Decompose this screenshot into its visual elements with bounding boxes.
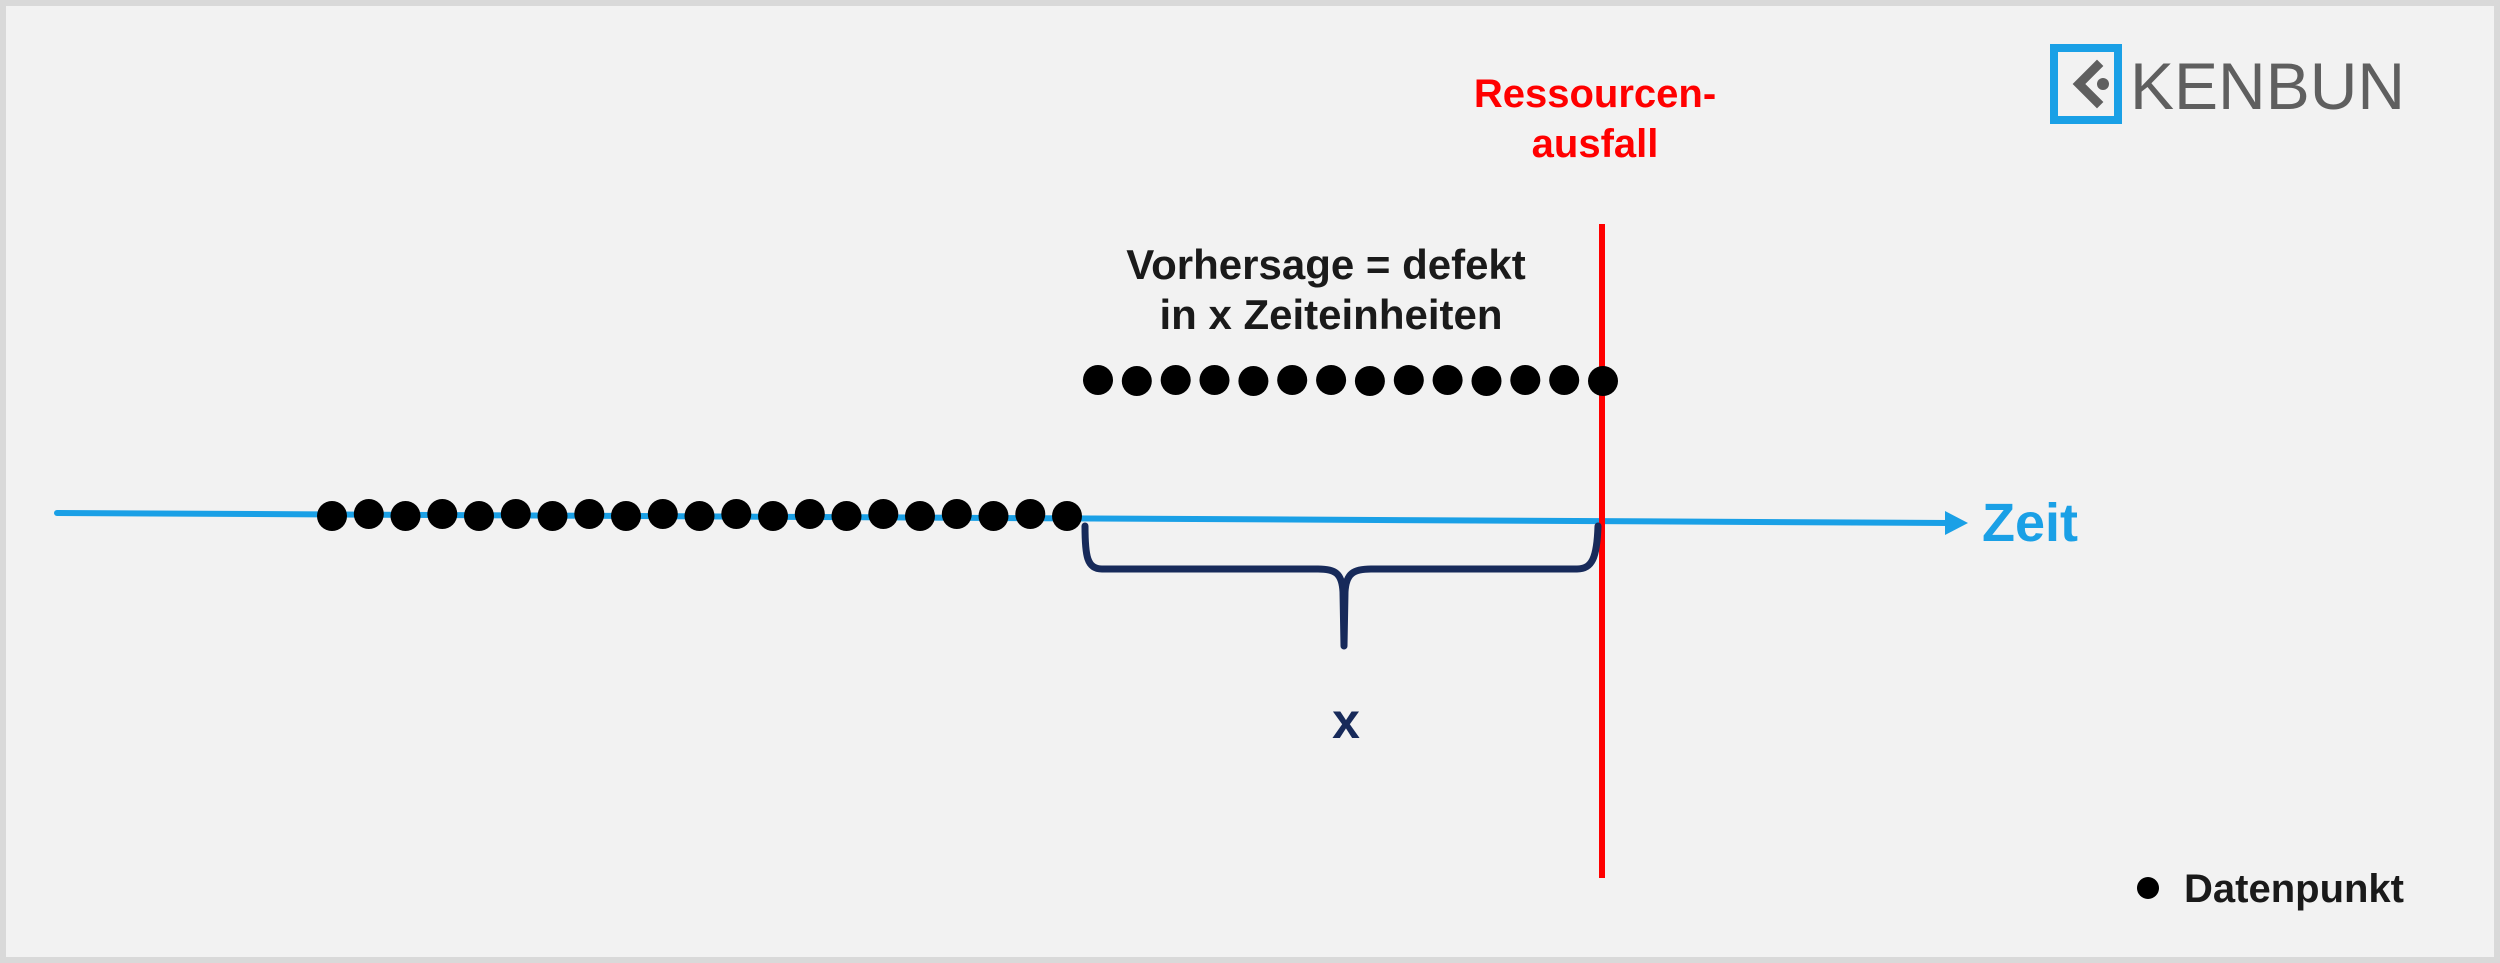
predicted-data-point xyxy=(1549,365,1580,395)
legend: Datenpunkt xyxy=(2137,867,2404,911)
historic-data-point xyxy=(1015,499,1046,529)
diagram-background xyxy=(6,6,2494,957)
failure-label-line2: ausfall xyxy=(1532,122,1659,166)
historic-data-point xyxy=(317,501,347,531)
historic-data-point xyxy=(868,499,899,529)
historic-data-point xyxy=(464,501,494,531)
legend-label: Datenpunkt xyxy=(2184,867,2404,911)
time-axis-label: Zeit xyxy=(1982,493,2078,553)
historic-data-point xyxy=(500,499,531,529)
predicted-data-point xyxy=(1121,366,1152,396)
logo-text: KENBUN xyxy=(2130,49,2405,123)
historic-data-point xyxy=(905,501,935,531)
predicted-data-point xyxy=(1316,365,1347,395)
predicted-data-point xyxy=(1083,365,1113,395)
predicted-data-point xyxy=(1354,366,1385,396)
historic-data-points xyxy=(317,499,1082,531)
historic-data-point xyxy=(941,499,972,529)
historic-data-point xyxy=(721,499,752,529)
historic-data-point xyxy=(831,501,862,531)
historic-data-point xyxy=(353,499,384,529)
historic-data-point xyxy=(978,501,1009,531)
historic-data-point xyxy=(647,499,678,529)
predicted-data-point xyxy=(1199,365,1230,395)
predicted-data-point xyxy=(1432,365,1463,395)
interval-label: x xyxy=(1332,693,1360,749)
kenbun-logo: KENBUN xyxy=(2050,44,2405,124)
historic-data-point xyxy=(1052,501,1082,531)
predicted-data-point xyxy=(1160,365,1191,395)
predicted-data-point xyxy=(1588,366,1618,396)
prediction-label-line1: Vorhersage = defekt xyxy=(1126,241,1526,288)
historic-data-point xyxy=(758,501,788,531)
historic-data-point xyxy=(427,499,458,529)
predicted-data-point xyxy=(1393,365,1424,395)
historic-data-point xyxy=(611,501,641,531)
predicted-data-point xyxy=(1510,365,1541,395)
prediction-label-line2: in x Zeiteinheiten xyxy=(1159,291,1502,338)
failure-label-line1: Ressourcen- xyxy=(1474,72,1716,116)
predicted-data-point xyxy=(1471,366,1502,396)
interval-brace xyxy=(1081,522,1602,650)
predicted-data-point xyxy=(1277,365,1308,395)
time-axis-arrowhead xyxy=(1945,511,1968,535)
historic-data-point xyxy=(390,501,421,531)
data-point-icon xyxy=(2137,877,2159,899)
historic-data-point xyxy=(684,501,715,531)
historic-data-point xyxy=(574,499,605,529)
historic-data-point xyxy=(537,501,568,531)
historic-data-point xyxy=(794,499,825,529)
predicted-data-points xyxy=(1083,365,1618,396)
predicted-data-point xyxy=(1238,366,1269,396)
kenbun-logo-icon xyxy=(2050,44,2122,124)
